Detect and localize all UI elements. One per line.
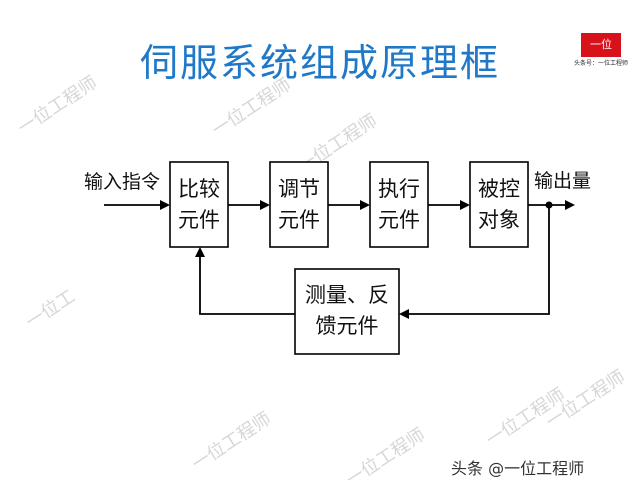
brand-logo: 一位 [581,33,621,57]
actuator-block-label-line1: 执行 [378,177,420,201]
regulator-block-label-line1: 调节 [278,177,320,201]
output-arrowhead [565,200,575,210]
regulator-block [269,161,329,248]
feedback-block-label-line1: 测量、反 [305,283,389,307]
compare-input-arrowhead [195,247,205,257]
compare-block [169,161,229,248]
arrowhead [460,200,470,210]
actuator-block-label-line2: 元件 [378,208,420,232]
feedback-path-right [407,205,550,315]
actuator-block [369,161,429,248]
feedback-arrowhead [399,309,409,319]
output-label: 输出量 [534,170,591,192]
footer-attribution: 头条 @一位工程师 [451,459,585,478]
controlled-object-block [469,161,529,248]
input-label: 输入指令 [84,171,160,193]
feedback-block-label-line2: 馈元件 [316,314,379,338]
feedback-block [294,268,400,355]
input-arrowhead [160,200,170,210]
logo-caption: 头条号：一位工程师 [573,60,628,67]
feedback-path-left [199,256,295,315]
controlled-object-label-line2: 对象 [478,208,520,232]
compare-block-label-line1: 比较 [178,177,220,201]
arrowhead [360,200,370,210]
slide-title: 伺服系统组成原理框 [139,41,500,85]
compare-block-label-line2: 元件 [178,208,220,232]
controlled-object-label-line1: 被控 [478,177,520,201]
arrowhead [260,200,270,210]
regulator-block-label-line2: 元件 [278,208,320,232]
